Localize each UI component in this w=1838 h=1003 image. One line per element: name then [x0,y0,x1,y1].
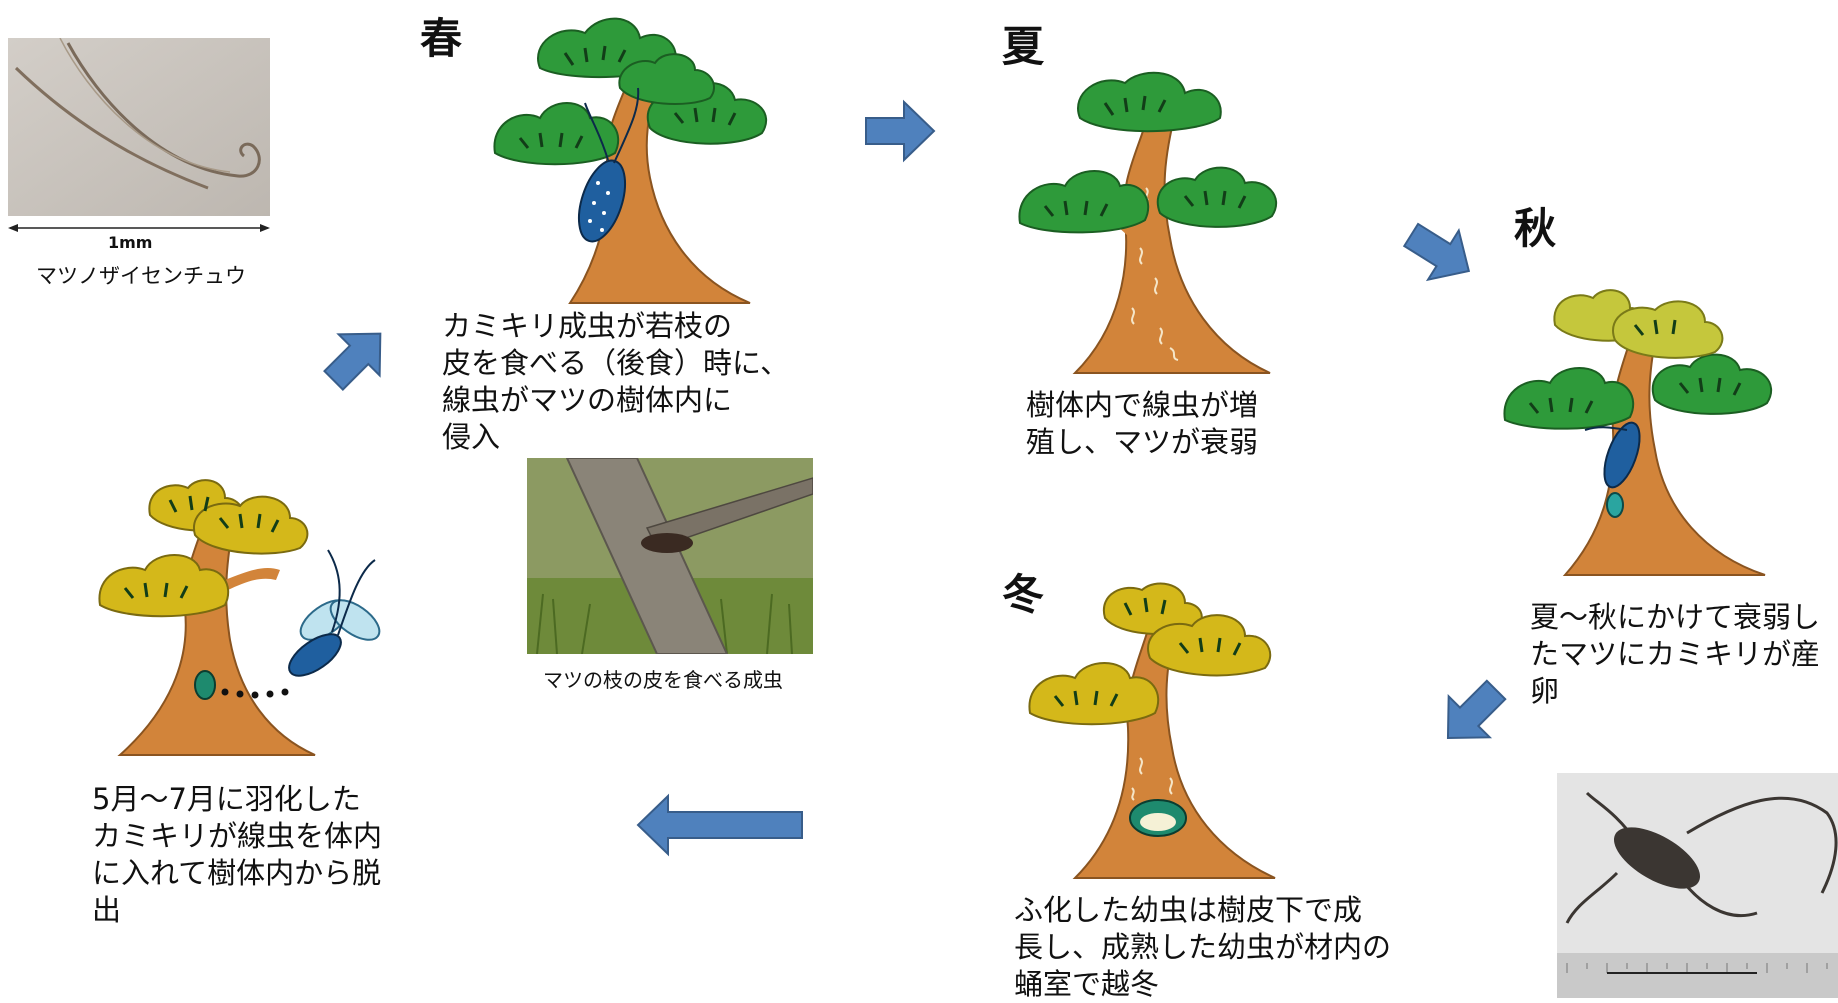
branch-photo [527,458,813,654]
pine-tree-summer-icon [1018,71,1278,374]
nematode-caption: マツノザイセンチュウ [36,264,246,288]
pine-tree-winter-icon [1028,582,1276,879]
nematode-photo [8,38,270,216]
spring-description: カミキリ成虫が若枝の 皮を食べる（後食）時に、 線虫がマツの樹体内に 侵入 [442,309,790,454]
season-label-spring: 春 [420,14,463,63]
emergence-description: 5月～7月に羽化した カミキリが線虫を体内 に入れて樹体内から脱 出 [92,782,383,927]
pine-tree-spring-icon [493,17,768,304]
winter-description: ふ化した幼虫は樹皮下で成 長し、成熟した幼虫が材内の 蛹室で越冬 [1014,893,1392,1001]
season-label-summer: 夏 [1002,22,1045,71]
cycle-arrow-autumn-winter-icon [1446,679,1507,740]
flying-beetle-icon [288,549,381,677]
scale-bar-icon [8,224,270,232]
season-label-autumn: 秋 [1514,204,1557,253]
beetle-photo [1557,773,1838,998]
summer-description: 樹体内で線虫が増 殖し、マツが衰弱 [1026,388,1259,459]
pine-tree-autumn-icon [1503,289,1773,576]
cycle-arrow-summer-autumn-icon [1402,222,1471,282]
beetle-autumn-icon [1603,421,1641,489]
season-label-winter: 冬 [1002,570,1045,619]
autumn-description: 夏～秋にかけて衰弱し たマツにカミキリが産 卵 [1530,600,1821,708]
scale-label: 1mm [108,233,153,252]
cycle-arrow-emergence-spring-icon [323,332,382,391]
pine-tree-emergence-icon [98,479,381,756]
cycle-arrow-winter-emergence-icon [636,793,803,857]
cycle-arrow-spring-summer-icon [865,99,936,163]
branch-photo-caption: マツの枝の皮を食べる成虫 [543,668,783,692]
